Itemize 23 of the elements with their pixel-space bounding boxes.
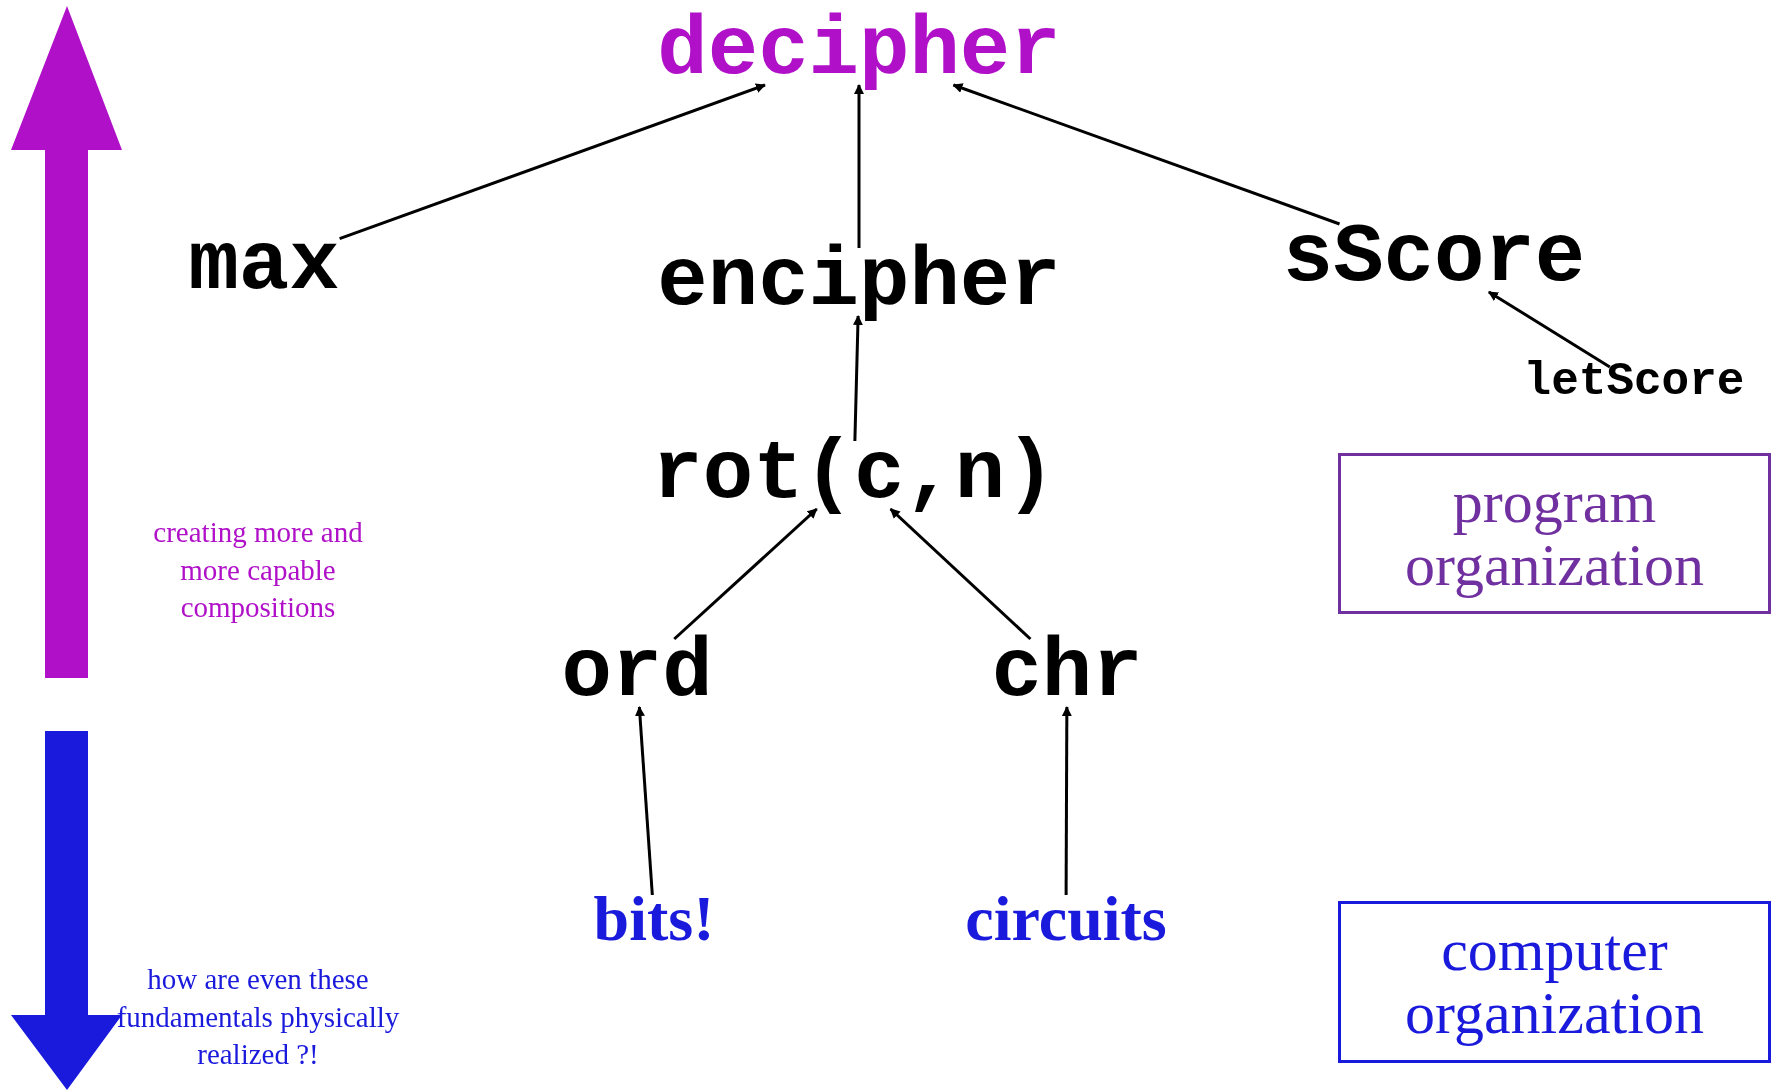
concept-label: circuits — [965, 887, 1167, 951]
function-name: sScore — [1282, 216, 1586, 300]
function-name: encipher — [657, 240, 1061, 324]
function-name: letScore — [1523, 359, 1745, 405]
arrow — [1061, 706, 1072, 895]
function-name: decipher — [657, 9, 1061, 93]
side-note: how are even these fundamentals physically realized ?! — [115, 962, 401, 1073]
concept-label: bits! — [593, 887, 715, 951]
function-name: rot(c,n) — [652, 433, 1056, 517]
arrow — [339, 83, 766, 241]
arrow — [1488, 290, 1611, 369]
arrow — [673, 507, 818, 641]
arrow — [952, 83, 1341, 226]
category-box: program organization — [1338, 453, 1771, 614]
function-name: max — [188, 224, 340, 308]
side-note: creating more and more capable compositions — [152, 515, 364, 626]
arrow — [635, 706, 654, 896]
arrow — [852, 315, 863, 442]
function-name: ord — [561, 631, 713, 715]
function-name: chr — [991, 631, 1143, 715]
category-box: computer organization — [1338, 901, 1771, 1063]
arrow — [889, 507, 1032, 641]
arrow — [854, 84, 864, 248]
